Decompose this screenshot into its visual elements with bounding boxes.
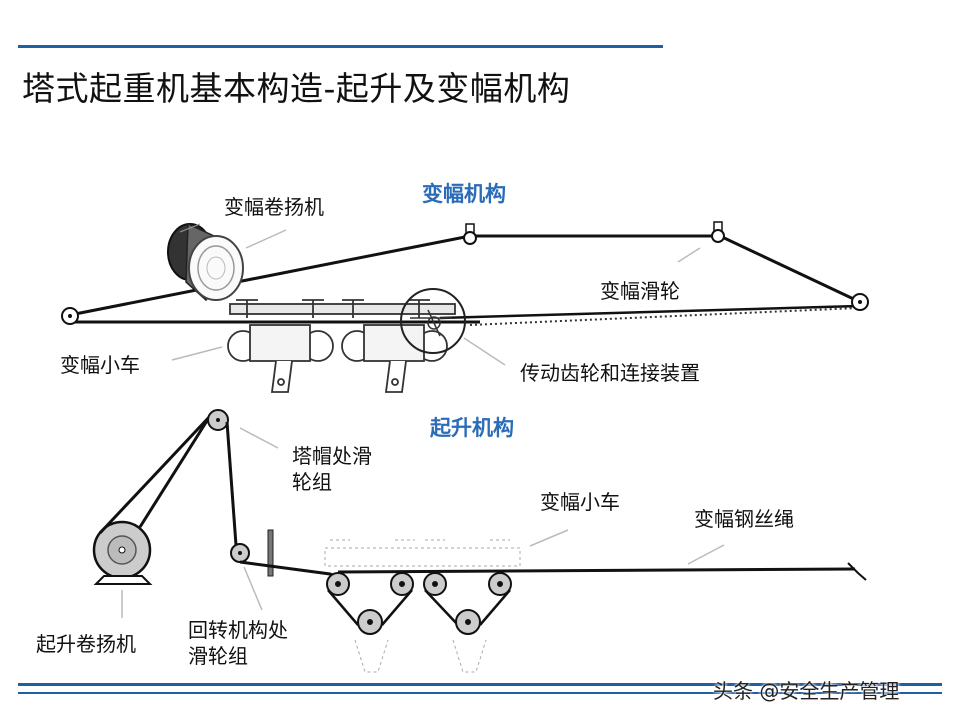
section-title-luffing: 变幅机构 [422, 182, 506, 206]
upper-pulley-1 [463, 223, 477, 245]
gear-icon [410, 309, 452, 337]
page-title: 塔式起重机基本构造-起升及变幅机构 [22, 69, 571, 108]
hoist-rope-horizontal [239, 560, 339, 579]
bottom-rule-thin [18, 692, 942, 694]
upper-pulley-2 [711, 221, 725, 243]
luffing-rope-return [439, 304, 859, 320]
hoist-winch-drum [92, 520, 153, 585]
label-slewing-pulley-line1: 回转机构处 [188, 618, 288, 642]
label-luffing-wire-rope: 变幅钢丝绳 [694, 507, 794, 531]
label-gear-connector: 传动齿轮和连接装置 [520, 361, 700, 385]
hoist-rope-1 [98, 412, 214, 535]
label-luffing-trolley-top: 变幅小车 [60, 353, 140, 377]
section-title-hoisting: 起升机构 [430, 416, 514, 440]
hoist-rope-2 [138, 415, 212, 528]
label-tower-top-pulley-line2: 轮组 [292, 470, 332, 494]
luffing-winch-drum [167, 222, 244, 302]
luffing-trolley-assembly [227, 299, 456, 393]
label-luffing-winch: 变幅卷扬机 [224, 195, 324, 219]
luffing-mechanism [61, 221, 869, 393]
bottom-rule-thick [18, 683, 942, 686]
label-tower-top-pulley-line1: 塔帽处滑 [292, 444, 372, 468]
luffing-wire-rope-line [337, 567, 856, 574]
hoist-rope-vertical [225, 421, 238, 546]
label-tower-top-pulley: 塔帽处滑 轮组 [292, 443, 372, 495]
label-luffing-pulley: 变幅滑轮 [600, 279, 680, 303]
watermark: 头条 @安全生产管理 [713, 679, 900, 703]
label-hoist-winch: 起升卷扬机 [36, 632, 136, 656]
slewing-post [267, 529, 274, 577]
gear-detail-circle [400, 288, 466, 354]
trolley-top-pulleys [326, 572, 512, 596]
top-rule [18, 45, 663, 48]
luffing-rope-upper [69, 234, 861, 317]
label-slewing-pulley: 回转机构处 滑轮组 [188, 617, 288, 669]
label-luffing-trolley-bottom: 变幅小车 [540, 490, 620, 514]
trolley-ghost [324, 539, 521, 673]
hook-pulleys [357, 609, 481, 635]
leader-lines [121, 229, 725, 618]
label-slewing-pulley-line2: 滑轮组 [188, 644, 248, 668]
hoisting-mechanism [92, 409, 867, 673]
